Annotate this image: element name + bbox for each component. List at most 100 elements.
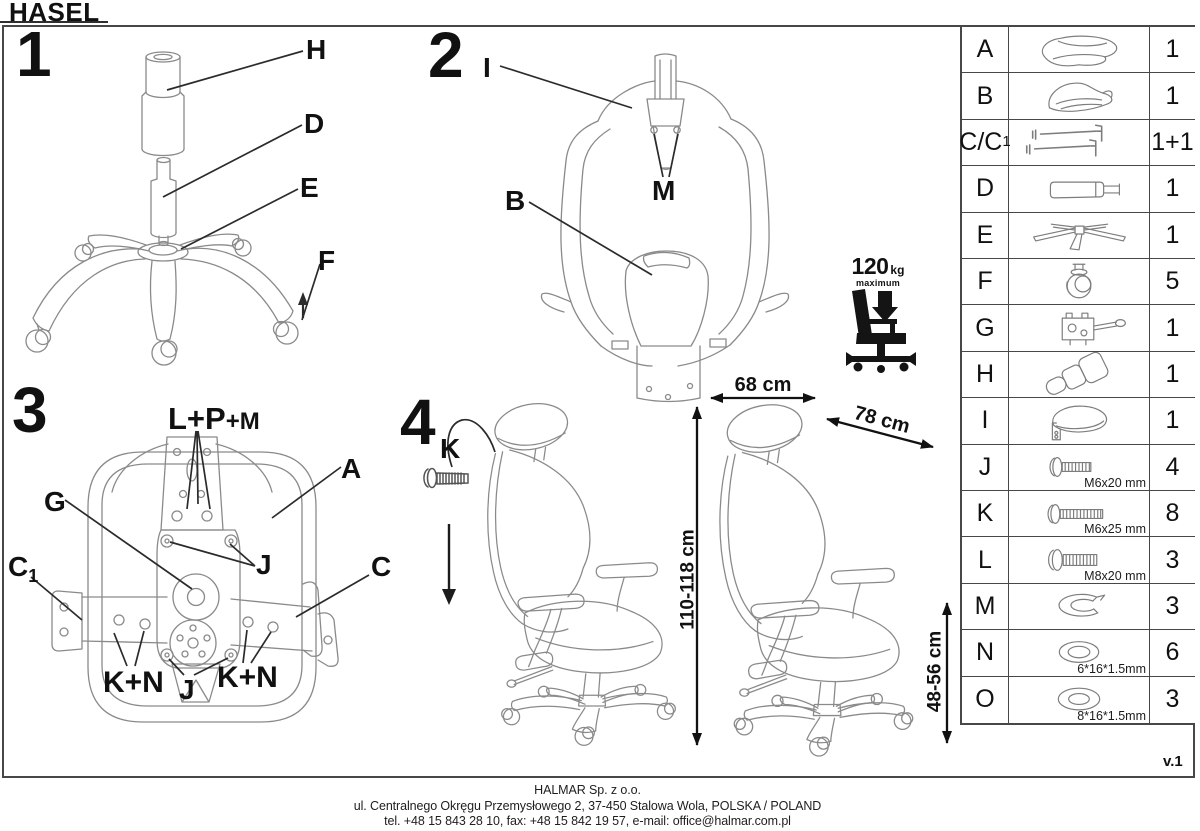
label-d: D <box>304 108 325 139</box>
label-b: B <box>505 185 526 216</box>
label-h: H <box>306 34 327 65</box>
footer: HALMAR Sp. z o.o. ul. Centralnego Okręgu… <box>0 783 1175 830</box>
part-letter: B <box>962 73 1009 119</box>
backrest-icon <box>1009 73 1150 119</box>
part-size-label: M6x25 mm <box>1084 522 1146 537</box>
part-letter: F <box>962 259 1009 305</box>
parts-table-row: L M8x20 mm 3 <box>962 537 1195 584</box>
parts-table-row: N 6*16*1.5mm 6 <box>962 630 1195 677</box>
label-j-bottom: J <box>179 674 195 705</box>
label-m-part: +M <box>225 408 260 435</box>
part-size-label: M6x20 mm <box>1084 476 1146 490</box>
step-4-number: 4 <box>400 386 436 458</box>
step-3-number: 3 <box>12 374 48 446</box>
part-quantity: 1 <box>1165 81 1180 110</box>
parts-table-row: K M6x25 mm 8 <box>962 491 1195 538</box>
label-i: I <box>483 52 491 83</box>
headrest-icon <box>1009 398 1150 444</box>
lift-cover-icon <box>1009 351 1150 398</box>
screw-m6x25-icon: M6x25 mm <box>1009 491 1150 537</box>
label-k: K <box>440 433 461 464</box>
label-lpm: L+P+M <box>168 401 260 437</box>
footer-address: ul. Centralnego Okręgu Przemysłowego 2, … <box>353 798 822 813</box>
label-c: C <box>371 551 392 582</box>
parts-table-row: O 8*16*1.5mm 3 <box>962 676 1195 723</box>
dimension-width: 68 cm <box>734 374 792 396</box>
label-g: G <box>44 486 66 517</box>
part-quantity: 1 <box>1165 359 1180 388</box>
part-quantity: 1 <box>1165 220 1180 249</box>
label-m: M <box>652 175 676 206</box>
part-quantity: 8 <box>1165 499 1180 528</box>
part-letter: D <box>962 166 1009 212</box>
washer-icon: 6*16*1.5mm <box>1009 630 1150 676</box>
dimension-seat-height: 48-56 cm <box>924 630 946 713</box>
seat-icon <box>1009 27 1150 73</box>
part-letter: J <box>962 444 1009 490</box>
footer-company: HALMAR Sp. z o.o. <box>534 783 641 797</box>
part-quantity: 3 <box>1165 685 1180 714</box>
part-quantity: 1 <box>1165 313 1180 342</box>
part-letter: O <box>962 676 1009 723</box>
label-c1-sub: 1 <box>28 566 39 586</box>
part-quantity: 1+1 <box>1151 127 1194 156</box>
part-size-label: M8x20 mm <box>1084 568 1146 583</box>
part-letter: K <box>962 491 1009 537</box>
step-2-number: 2 <box>428 19 464 91</box>
part-letter: A <box>962 27 1009 73</box>
base-star-icon <box>1009 212 1150 258</box>
label-kn-left: K+N <box>103 666 164 699</box>
max-weight-value: 120 <box>851 253 889 279</box>
label-kn-right: K+N <box>217 661 278 694</box>
c-clip-icon <box>1009 583 1150 630</box>
label-c1: C1 <box>8 553 38 586</box>
armrest-pair-icon <box>1009 119 1150 166</box>
part-quantity: 1 <box>1165 406 1180 435</box>
max-weight-note: maximum <box>855 278 901 288</box>
part-quantity: 5 <box>1165 267 1180 296</box>
part-letter: M <box>962 583 1009 630</box>
caster-icon <box>1009 259 1150 305</box>
part-letter: G <box>962 305 1009 351</box>
part-quantity: 6 <box>1165 638 1180 667</box>
part-quantity: 1 <box>1165 35 1180 64</box>
gas-lift-icon <box>1009 166 1150 212</box>
part-letter: N <box>962 630 1009 676</box>
label-j-right: J <box>256 549 272 580</box>
label-f: F <box>318 245 336 276</box>
mechanism-icon <box>1009 305 1150 351</box>
part-quantity: 3 <box>1165 545 1180 574</box>
parts-table-row: J M6x20 mm 4 <box>962 444 1195 491</box>
screw-m8x20-icon: M8x20 mm <box>1009 537 1150 583</box>
part-size-label: 6*16*1.5mm <box>1077 661 1146 676</box>
part-letter: L <box>962 537 1009 583</box>
part-size-label: 8*16*1.5mm <box>1077 709 1146 723</box>
title-underline <box>0 21 108 23</box>
footer-contact: tel. +48 15 843 28 10, fax: +48 15 842 1… <box>384 814 791 828</box>
washer-large-icon: 8*16*1.5mm <box>1009 676 1150 723</box>
label-a: A <box>341 453 362 484</box>
label-e: E <box>300 172 319 203</box>
part-quantity: 1 <box>1165 174 1180 203</box>
part-quantity: 4 <box>1165 452 1180 481</box>
step-1-number: 1 <box>16 18 52 90</box>
version-label: v.1 <box>1163 753 1183 770</box>
part-letter: E <box>962 212 1009 258</box>
max-weight-unit: kg <box>890 263 905 277</box>
screw-m6x20-icon: M6x20 mm <box>1009 444 1150 490</box>
part-letter: I <box>962 398 1009 444</box>
part-quantity: 3 <box>1165 591 1180 620</box>
label-lp-part: L+P <box>168 401 226 436</box>
